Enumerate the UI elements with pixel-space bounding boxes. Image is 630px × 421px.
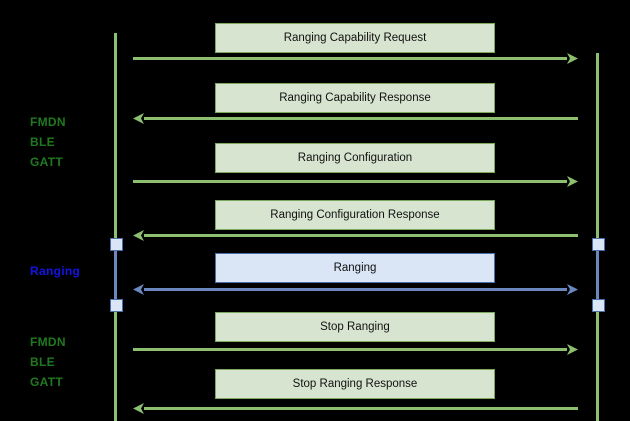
arrow-glyph bbox=[133, 52, 578, 64]
message-arrow-5 bbox=[133, 283, 578, 295]
message-arrow-4 bbox=[133, 229, 578, 241]
message-label: Ranging Configuration bbox=[297, 152, 413, 164]
message-label: Ranging Capability Response bbox=[279, 92, 431, 104]
phase-label-2: Ranging bbox=[30, 264, 81, 278]
message-box-5[interactable]: Ranging bbox=[215, 253, 495, 283]
right-lifeline bbox=[596, 53, 599, 421]
arrow-glyph bbox=[133, 229, 578, 241]
left-activation-end-node[interactable] bbox=[110, 299, 123, 312]
message-label: Stop Ranging bbox=[320, 321, 390, 333]
right-activation-end-node[interactable] bbox=[592, 299, 605, 312]
arrow-glyph bbox=[133, 175, 578, 187]
message-box-2[interactable]: Ranging Capability Response bbox=[215, 83, 495, 113]
message-label: Ranging Capability Request bbox=[283, 32, 427, 44]
arrow-glyph bbox=[133, 283, 578, 295]
message-arrow-2 bbox=[133, 112, 578, 124]
right-activation bbox=[596, 240, 599, 306]
phase-label-1: FMDN BLE GATT bbox=[30, 115, 66, 169]
message-box-4[interactable]: Ranging Configuration Response bbox=[215, 200, 495, 230]
left-activation bbox=[114, 240, 117, 306]
left-activation-start-node[interactable] bbox=[110, 238, 123, 251]
arrow-glyph bbox=[133, 343, 578, 355]
arrow-glyph bbox=[133, 112, 578, 124]
message-box-7[interactable]: Stop Ranging Response bbox=[215, 369, 495, 399]
phase-label-3: FMDN BLE GATT bbox=[30, 335, 66, 389]
message-label: Ranging Configuration Response bbox=[270, 209, 440, 221]
arrow-glyph bbox=[133, 402, 578, 414]
message-box-1[interactable]: Ranging Capability Request bbox=[215, 23, 495, 53]
left-lifeline bbox=[114, 33, 117, 421]
right-activation-start-node[interactable] bbox=[592, 238, 605, 251]
message-label: Ranging bbox=[333, 262, 377, 274]
message-arrow-6 bbox=[133, 343, 578, 355]
message-box-3[interactable]: Ranging Configuration bbox=[215, 143, 495, 173]
message-arrow-1 bbox=[133, 52, 578, 64]
message-label: Stop Ranging Response bbox=[292, 378, 418, 390]
message-box-6[interactable]: Stop Ranging bbox=[215, 312, 495, 342]
message-arrow-3 bbox=[133, 175, 578, 187]
message-arrow-7 bbox=[133, 402, 578, 414]
